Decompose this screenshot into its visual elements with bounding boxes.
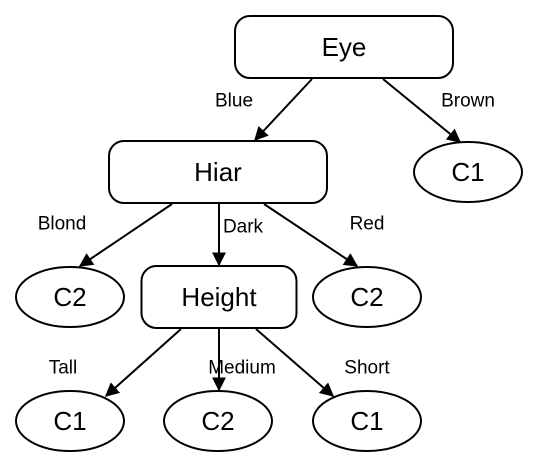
node-eye: Eye [234,15,454,79]
decision-node-box [234,15,454,79]
edge-label-medium: Medium [208,358,276,379]
edge-hiar-to-c2-blond [78,203,173,267]
edge-height-to-c1-tall [104,328,182,397]
decision-node-box [140,265,298,329]
node-c1-brown: C1 [413,141,523,203]
edge-eye-to-c1-brown [382,78,462,143]
node-c2-red: C2 [312,266,422,328]
node-label: Eye [322,32,367,62]
node-label: Height [181,282,257,312]
leaf-node-ellipse [312,390,422,452]
node-label: Hiar [194,157,242,187]
leaf-node-ellipse [312,266,422,328]
edge-label-tall: Tall [49,358,78,379]
edge-label-dark: Dark [223,217,264,238]
node-c2-medium: C2 [163,390,273,452]
edge-hiar-to-c2-red [263,203,359,267]
edge-height-to-c1-short [255,328,335,397]
node-label: C1 [451,157,484,187]
node-label: C2 [350,282,383,312]
leaf-node-ellipse [163,390,273,452]
edge-label-blond: Blond [38,214,87,235]
node-label: C2 [53,282,86,312]
edge-label-red: Red [350,214,385,235]
decision-node-box [108,140,328,204]
node-label: C1 [53,406,86,436]
leaf-node-ellipse [15,390,125,452]
node-c1-tall: C1 [15,390,125,452]
node-c2-blond: C2 [15,266,125,328]
edge-label-short: Short [344,358,390,379]
node-c1-short: C1 [312,390,422,452]
node-hiar: Hiar [108,140,328,204]
edge-eye-to-hiar [254,78,313,142]
edge-label-brown: Brown [441,91,495,112]
node-label: C2 [201,406,234,436]
leaf-node-ellipse [413,141,523,203]
leaf-node-ellipse [15,266,125,328]
edge-label-blue: Blue [215,91,253,112]
node-height: Height [140,265,298,329]
node-label: C1 [350,406,383,436]
